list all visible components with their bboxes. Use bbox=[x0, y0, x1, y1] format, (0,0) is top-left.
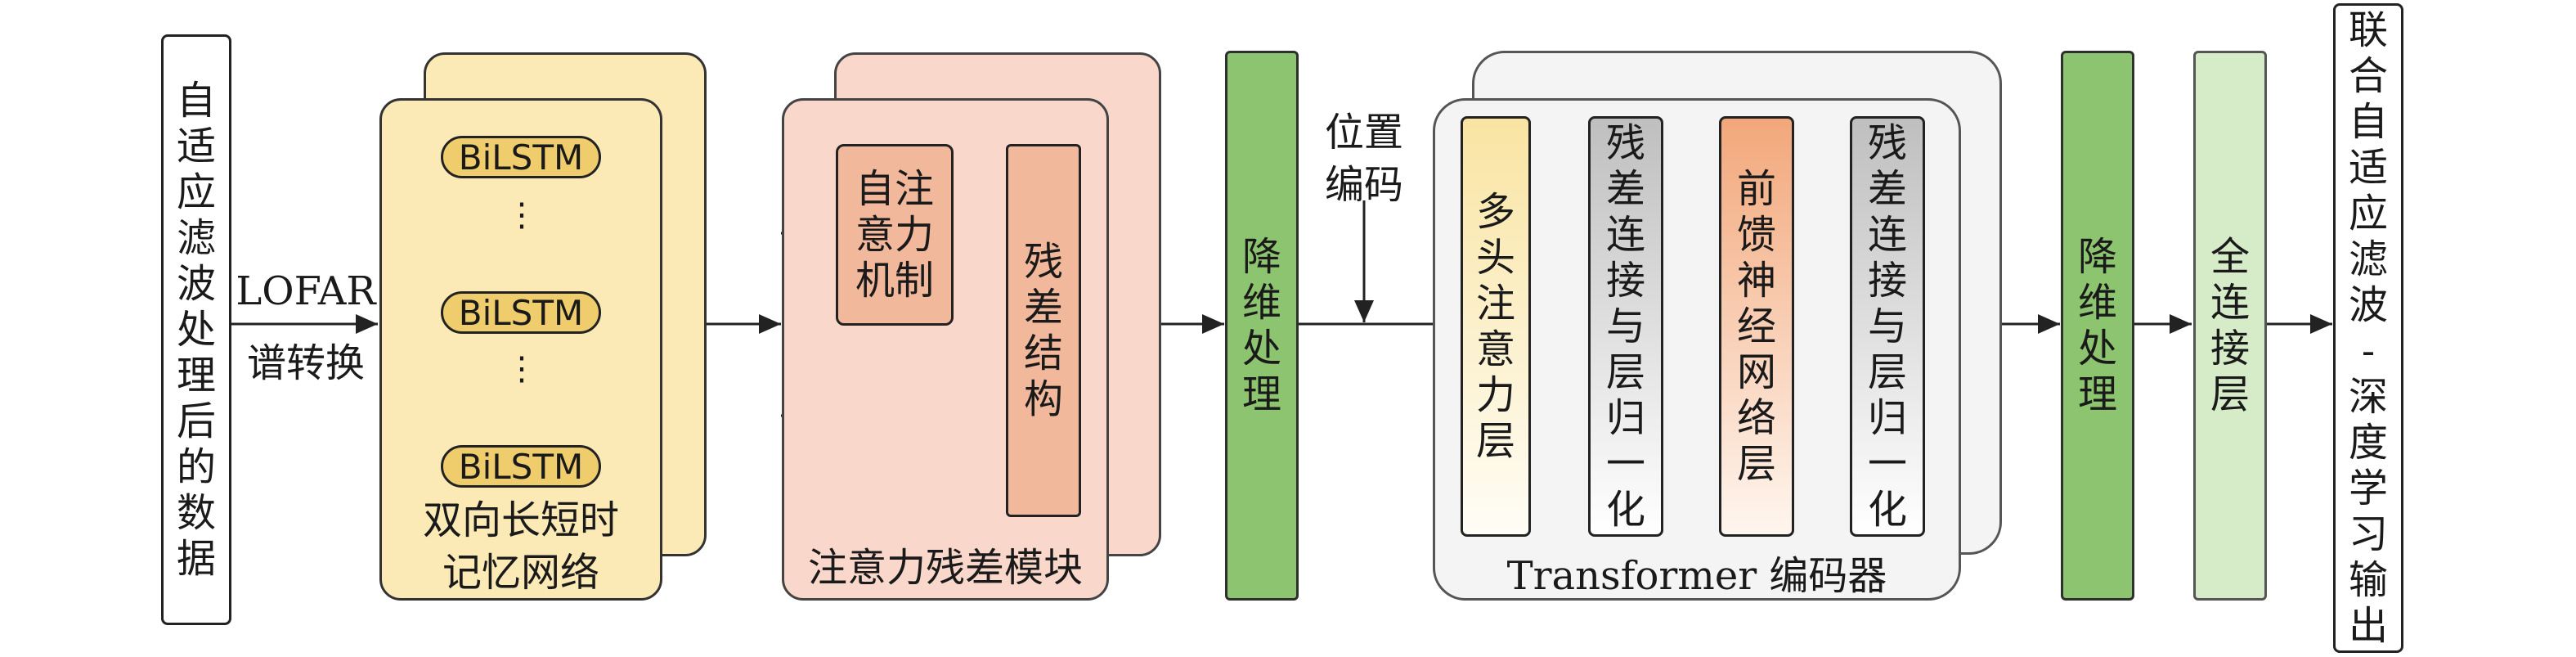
add-norm-2-box bbox=[1850, 116, 1925, 537]
output-box bbox=[2333, 3, 2403, 653]
residual-structure-box bbox=[1006, 144, 1081, 517]
output-text: 联合自适应滤波-深度学习输出 bbox=[2348, 7, 2388, 649]
input-data-text: 自适应滤波处理后的数据 bbox=[176, 78, 216, 582]
dimension-reduction-1-text: 降维处理 bbox=[1241, 234, 1281, 417]
bilstm-caption-line1: 双向长短时 bbox=[422, 497, 619, 543]
bilstm-dots-1: ⋮ bbox=[505, 196, 538, 234]
dimension-reduction-1 bbox=[1225, 51, 1299, 601]
bilstm-cell-2: BiLSTM bbox=[441, 291, 601, 334]
bilstm-dots-2: ⋮ bbox=[505, 350, 538, 388]
feed-forward-box bbox=[1719, 116, 1794, 537]
residual-structure-text: 残差结构 bbox=[1023, 239, 1063, 422]
dimension-reduction-2 bbox=[2061, 51, 2134, 601]
bilstm-cell-1: BiLSTM bbox=[441, 136, 601, 178]
self-attention-box bbox=[836, 144, 954, 326]
dimension-reduction-2-text: 降维处理 bbox=[2077, 234, 2117, 417]
fully-connected-layer bbox=[2193, 51, 2267, 601]
bilstm-panel-front bbox=[379, 98, 662, 601]
fully-connected-text: 全连接层 bbox=[2210, 234, 2250, 417]
lofar-sublabel: 谱转换 bbox=[246, 340, 365, 386]
position-encoding-line2: 编码 bbox=[1324, 162, 1403, 208]
bilstm-caption-line2: 记忆网络 bbox=[442, 550, 599, 596]
multi-head-attention-box bbox=[1461, 116, 1531, 537]
transformer-caption: Transformer 编码器 bbox=[1506, 553, 1887, 599]
attention-module-caption: 注意力残差模块 bbox=[807, 545, 1083, 591]
add-norm-1-text: 残差连接与层归一化 bbox=[1605, 120, 1645, 533]
position-encoding-line1: 位置 bbox=[1324, 110, 1403, 155]
bilstm-cell-3: BiLSTM bbox=[441, 445, 601, 488]
self-attention-text: 自注意力机制 bbox=[855, 166, 934, 304]
input-data-box bbox=[161, 34, 231, 625]
lofar-label: LOFAR bbox=[236, 268, 376, 314]
add-norm-2-text: 残差连接与层归一化 bbox=[1867, 120, 1907, 533]
add-norm-1-box bbox=[1588, 116, 1663, 537]
feed-forward-text: 前馈神经网络层 bbox=[1736, 166, 1776, 487]
multi-head-attention-text: 多头注意力层 bbox=[1475, 189, 1515, 464]
